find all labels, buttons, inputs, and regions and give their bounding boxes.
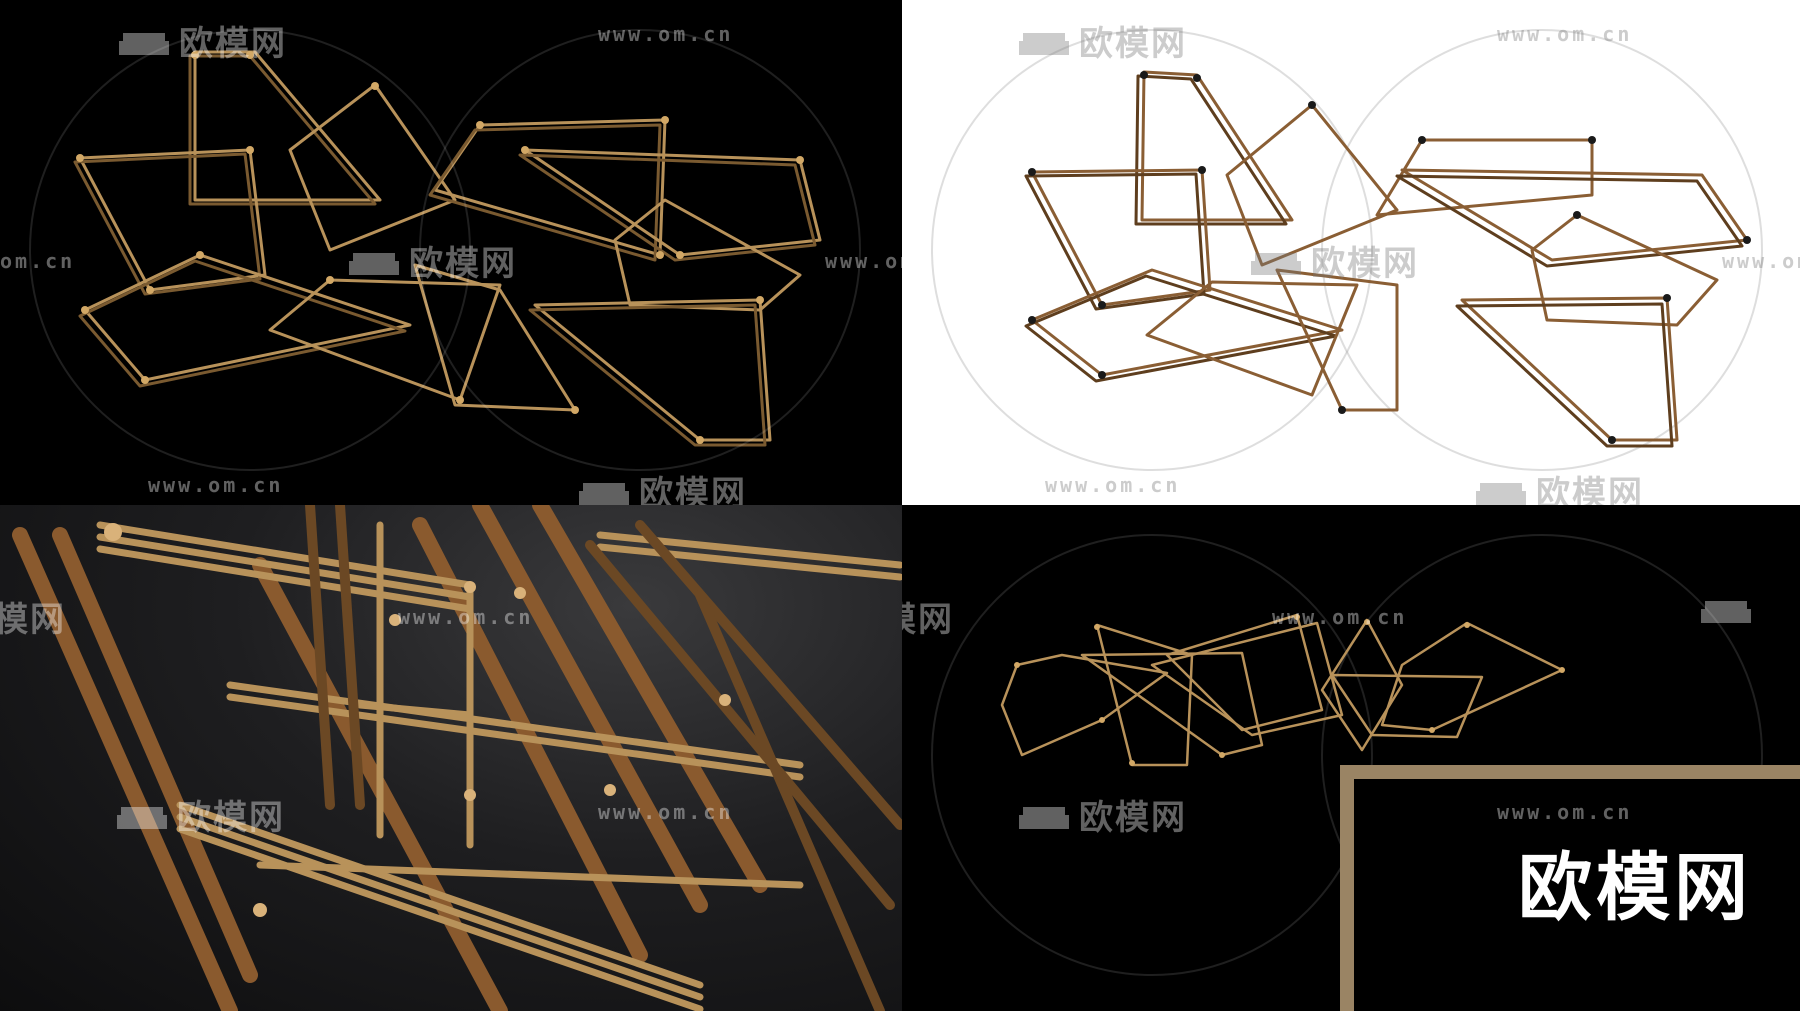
wooden-frame-corner [1340,765,1800,1011]
frame-joints [1014,614,1565,766]
watermark-rings [931,29,1763,471]
metal-frame-closeup [12,505,902,1011]
panel-wall-scene: 欧模网 www.om.cn 欧模网 www.om.cn [902,505,1800,1011]
metal-frame-sculpture [29,29,861,471]
frame-joints [1028,71,1751,444]
watermark-rings [29,29,861,471]
bar-end-caps [104,523,731,917]
metal-frame-sculpture [931,29,1763,471]
panel-front-dark: 欧模网 www.om.cn om.cn 欧模网 www.om.cn www.om… [0,0,902,505]
metal-frame-sculpture-wall [931,534,1800,1011]
site-logo: 欧模网 [1518,845,1752,931]
thick-bars [12,505,768,1011]
frame-group [1000,613,1564,767]
frame-joints [76,51,804,444]
frame-group [73,50,822,447]
panel-front-white: 欧模网 www.om.cn 欧模网 www.om.cn www.om.cn 欧模… [902,0,1800,505]
panel-closeup: 模网 www.om.cn 欧模网 www.om.cn [0,505,902,1011]
diagonal-bars [305,505,902,1011]
